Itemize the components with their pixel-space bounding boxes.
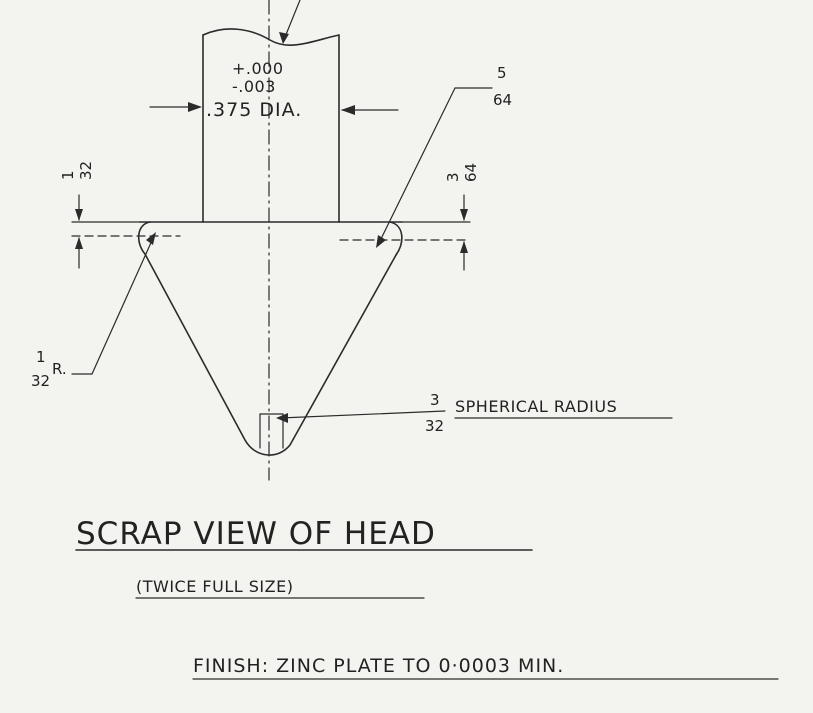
- tip-radius-suffix: R.: [52, 360, 67, 378]
- drawing-subtitle: (TWICE FULL SIZE): [136, 577, 293, 596]
- shank-dia-label: .375 DIA.: [206, 99, 302, 121]
- spherical-den: 32: [425, 417, 444, 435]
- drawing-title: SCRAP VIEW OF HEAD: [76, 516, 436, 552]
- shank: [202, 0, 340, 223]
- head-outline: [137, 221, 403, 456]
- offset-left-den: 32: [77, 161, 95, 180]
- fillet-top-den: 64: [493, 91, 512, 109]
- tip-radius-den: 32: [31, 372, 50, 390]
- fillet-top-num: 5: [497, 64, 507, 82]
- offset-right-num: 3: [444, 172, 462, 182]
- spherical-num: 3: [430, 391, 440, 409]
- fillet-leader: [376, 87, 493, 248]
- tip-radius-num: 1: [36, 348, 46, 366]
- left-offset-dimension: [75, 194, 83, 269]
- spherical-leader: [276, 410, 446, 423]
- offset-left-num: 1: [59, 170, 77, 180]
- break-line: [202, 28, 340, 46]
- finish-note: FINISH: ZINC PLATE TO 0·0003 MIN.: [193, 655, 564, 677]
- shank-dia-dimension: [149, 102, 399, 115]
- tolerance-plus: +.000: [232, 59, 284, 78]
- offset-right-den: 64: [462, 163, 480, 182]
- right-offset-dimension: [460, 194, 468, 271]
- tip-radius-leader: [71, 232, 156, 375]
- tolerance-minus: -.003: [232, 77, 276, 96]
- spherical-label: SPHERICAL RADIUS: [455, 397, 617, 416]
